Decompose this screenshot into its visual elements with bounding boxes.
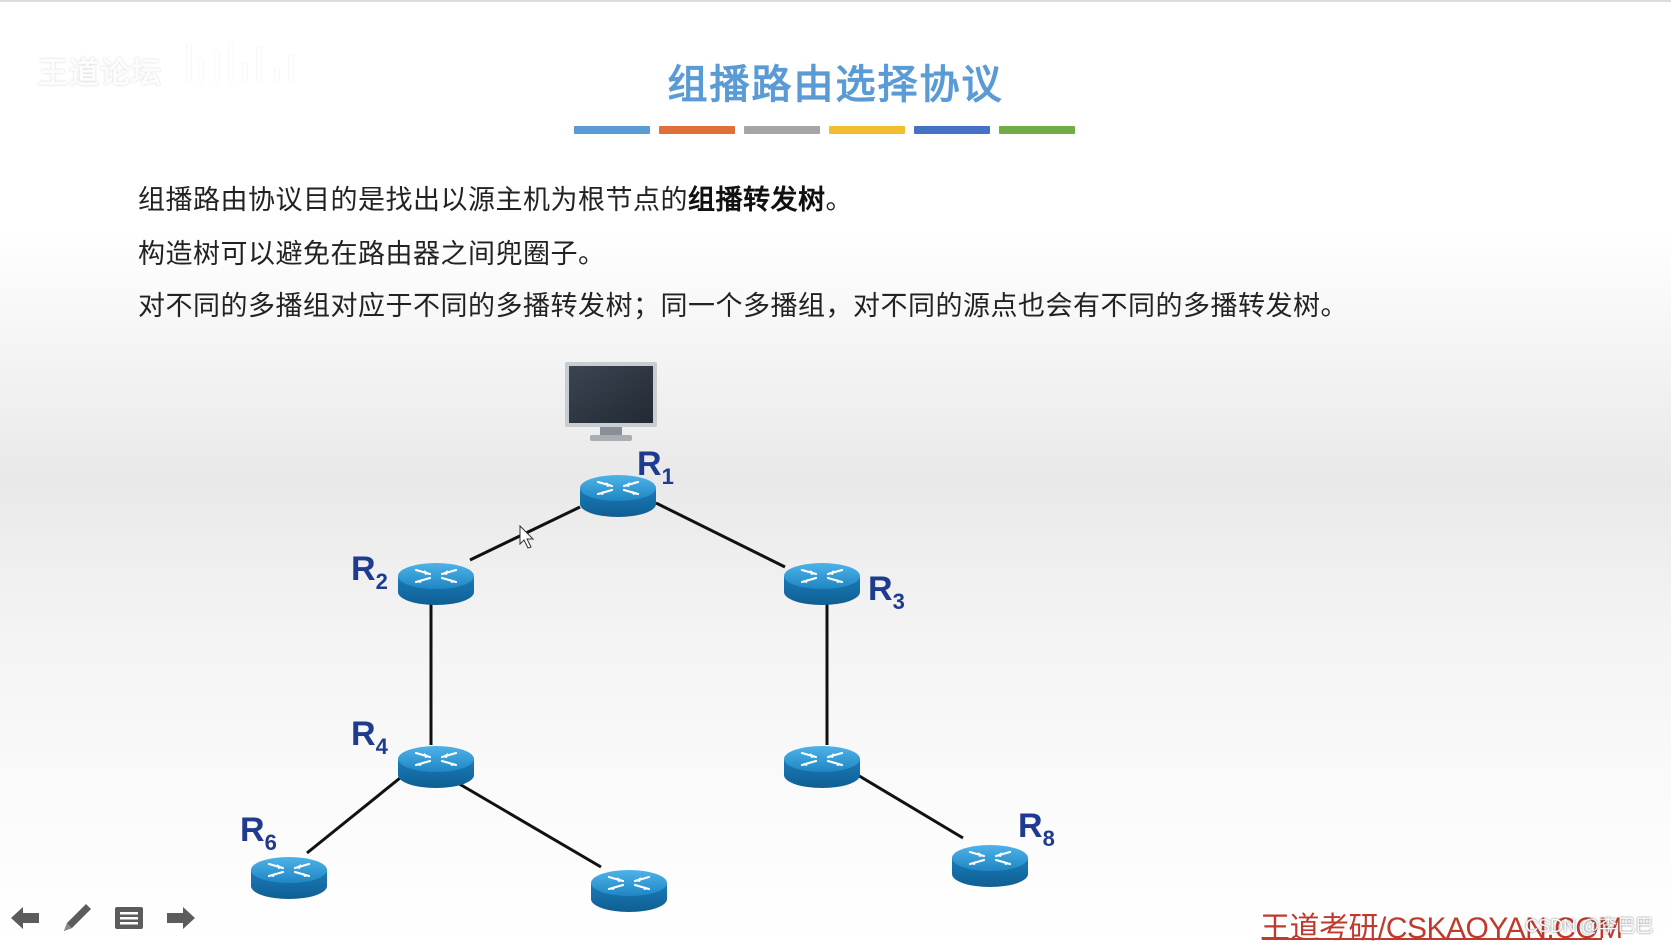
router-label-r2: R2: [351, 550, 388, 594]
menu-icon[interactable]: [112, 901, 146, 935]
body-line-3: 对不同的多播组对应于不同的多播转发树；同一个多播组，对不同的源点也会有不同的多播…: [138, 284, 1348, 323]
arrow-right-icon[interactable]: [164, 901, 198, 935]
body-line-3-text: 对不同的多播组对应于不同的多播转发树；同一个多播组，对不同的源点也会有不同的多播…: [138, 291, 1348, 322]
pen-icon[interactable]: [60, 901, 94, 935]
router-r7: [589, 868, 669, 914]
brand-footer: 王道考研/CSKAOYAN.COM: [1260, 912, 1623, 942]
watermark-graphic: [185, 40, 305, 82]
color-bar: [999, 126, 1075, 134]
router-r3: R3: [782, 561, 905, 614]
router-r5: [782, 744, 862, 790]
watermark-logo: 王道论坛: [38, 56, 162, 91]
router-r4: R4: [351, 715, 476, 790]
title-color-bars: [574, 126, 1075, 134]
router-icon: [589, 868, 669, 914]
monitor-icon: [565, 362, 657, 441]
mouse-cursor-icon: [519, 524, 535, 549]
router-icon: [396, 561, 476, 607]
body-line-2: 构造树可以避免在路由器之间兜圈子。: [138, 232, 606, 271]
footer-nav: [8, 898, 198, 938]
body-line-1-bold: 组播转发树: [688, 185, 826, 216]
color-bar: [829, 126, 905, 134]
router-r2: R2: [351, 550, 476, 607]
color-bar: [659, 126, 735, 134]
top-border: [0, 0, 1671, 2]
link-r4-r7: [455, 780, 602, 869]
brand-underline: [1262, 938, 1602, 940]
link-r1-r3: [655, 501, 786, 569]
link-r5-r8: [855, 772, 964, 840]
arrow-left-icon[interactable]: [8, 901, 42, 935]
router-label-r8: R8: [1018, 807, 1055, 851]
link-r4-r6: [306, 772, 406, 855]
router-icon: [782, 561, 862, 607]
router-label-r1: R1: [637, 445, 674, 489]
body-line-1-end: 。: [825, 185, 853, 216]
router-icon: [396, 744, 476, 790]
router-icon: [782, 744, 862, 790]
body-line-1-text: 组播路由协议目的是找出以源主机为根节点的: [138, 185, 688, 216]
router-label-r6: R6: [240, 811, 277, 855]
router-r8: R8: [950, 807, 1055, 889]
color-bar: [744, 126, 820, 134]
color-bar: [574, 126, 650, 134]
router-icon: [950, 843, 1030, 889]
body-line-1: 组播路由协议目的是找出以源主机为根节点的组播转发树。: [138, 178, 853, 217]
color-bar: [914, 126, 990, 134]
tree-links: [306, 501, 964, 869]
slide-title: 组播路由选择协议: [667, 62, 1004, 108]
router-r6: R6: [240, 811, 329, 901]
router-label-r4: R4: [351, 715, 389, 759]
csdn-watermark: CSDN @李巴巴: [1525, 916, 1654, 936]
router-label-r3: R3: [868, 570, 905, 614]
router-icon: [249, 855, 329, 901]
body-line-2-text: 构造树可以避免在路由器之间兜圈子。: [138, 239, 606, 270]
